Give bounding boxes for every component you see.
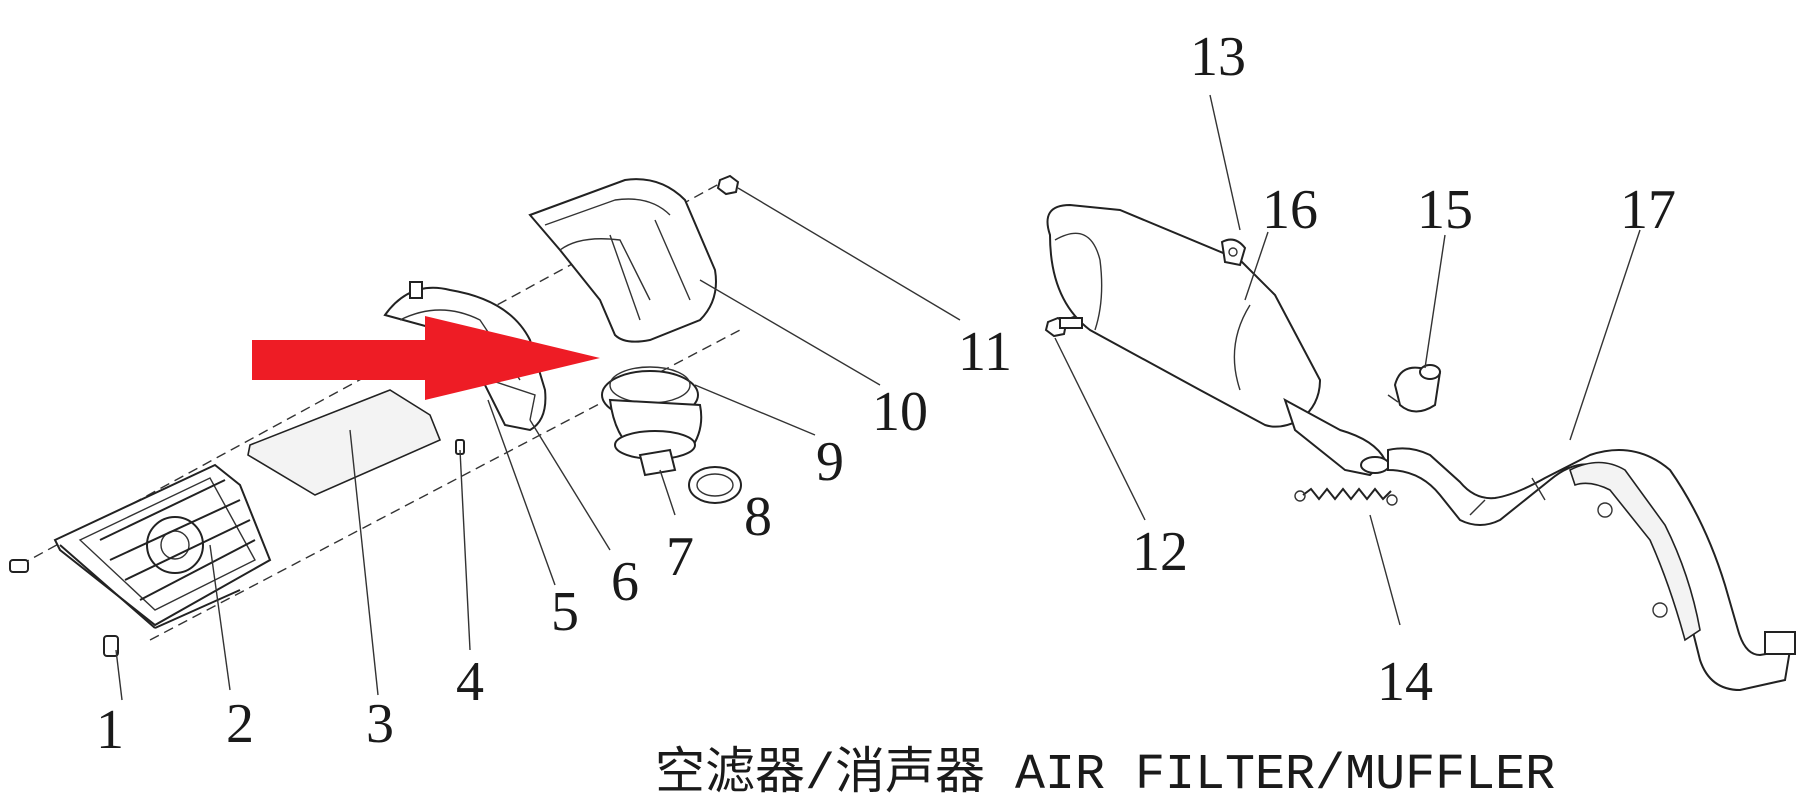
callout-11: 11 — [958, 321, 1012, 383]
callout-13: 13 — [1190, 26, 1246, 88]
part-17-header-pipe — [1387, 447, 1796, 692]
callout-15: 15 — [1417, 179, 1473, 241]
callout-8: 8 — [744, 486, 772, 548]
callout-2: 2 — [226, 693, 254, 755]
part-10-intake-cover — [528, 178, 717, 343]
part-12-bolt — [1044, 316, 1083, 338]
part-2-filter-cage — [53, 463, 272, 629]
callout-9: 9 — [816, 431, 844, 493]
leader-lines — [1054, 94, 1641, 626]
callout-3: 3 — [366, 693, 394, 755]
callout-7: 7 — [666, 526, 694, 588]
callout-1: 1 — [96, 699, 124, 761]
part-15-clamp — [1387, 364, 1442, 413]
callout-12: 12 — [1132, 521, 1188, 583]
callout-5: 5 — [551, 581, 579, 643]
part-14-spring — [1294, 487, 1398, 506]
leader-lines — [115, 187, 961, 701]
callout-14: 14 — [1377, 651, 1433, 713]
callout-16: 16 — [1262, 179, 1318, 241]
part-11-nut — [716, 174, 740, 196]
muffler-outlet — [1283, 397, 1390, 477]
callout-6: 6 — [611, 551, 639, 613]
callout-17: 17 — [1620, 179, 1676, 241]
part-7-intake-boot — [608, 398, 703, 477]
muffler-assembly — [1044, 94, 1796, 692]
part-3-filter-element — [247, 389, 442, 496]
part-1-screw — [9, 559, 119, 657]
callout-4: 4 — [456, 651, 484, 713]
diagram-caption: 空滤器/消声器 AIR FILTER/MUFFLER — [655, 745, 1555, 804]
part-8-hose-clamp — [688, 466, 742, 504]
callout-10: 10 — [872, 381, 928, 443]
red-arrow — [252, 316, 600, 400]
